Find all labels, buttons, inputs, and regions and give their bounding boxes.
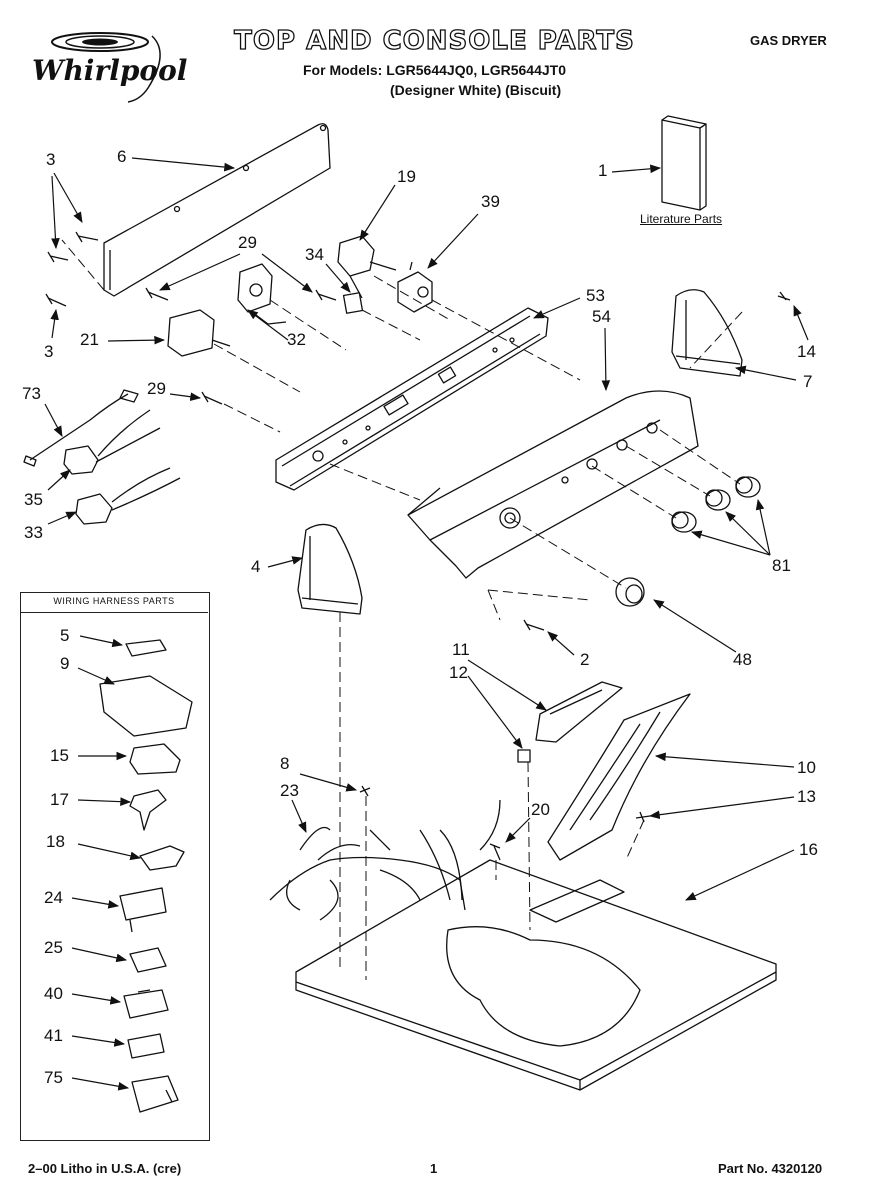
whirlpool-logo: Whirlpool (32, 32, 187, 103)
callout-13: 13 (797, 787, 816, 806)
callout-24: 24 (44, 888, 63, 907)
part-1-literature-book (661, 115, 707, 211)
callout-1: 1 (598, 161, 608, 180)
callout-29-mid: 29 (147, 379, 166, 398)
callout-7: 7 (803, 372, 813, 391)
wiring-harness-parts-title: WIRING HARNESS PARTS (53, 596, 175, 606)
harness-box-parts (99, 639, 193, 1113)
svg-text:Whirlpool: Whirlpool (32, 54, 187, 87)
callout-33: 33 (24, 523, 43, 542)
callout-48: 48 (733, 650, 752, 669)
part-16-top-panel (295, 859, 777, 1091)
footer-page-number: 1 (430, 1161, 438, 1176)
callout-18: 18 (46, 832, 65, 851)
callout-73: 73 (22, 384, 41, 403)
harness-box-divider (20, 612, 208, 613)
callout-3-bottom: 3 (44, 342, 54, 361)
callout-32: 32 (287, 330, 306, 349)
callout-14: 14 (797, 342, 816, 361)
part-10-lint-screen (547, 693, 691, 861)
footer-litho: 2–00 Litho in U.S.A. (cre) (28, 1161, 182, 1176)
callout-54: 54 (592, 307, 611, 326)
part-54-console-panel (407, 390, 699, 579)
screw-parts (45, 231, 791, 861)
callout-4: 4 (251, 557, 261, 576)
callout-12: 12 (449, 663, 468, 682)
callout-25: 25 (44, 938, 63, 957)
part-39-component (397, 261, 433, 313)
product-type: GAS DRYER (750, 33, 827, 48)
page-title: TOP AND CONSOLE PARTS (233, 25, 635, 56)
callout-39: 39 (481, 192, 500, 211)
callout-19: 19 (397, 167, 416, 186)
callout-16: 16 (799, 840, 818, 859)
callout-29-top: 29 (238, 233, 257, 252)
part-23-wiring-harness (269, 799, 501, 921)
callout-34: 34 (305, 245, 324, 264)
callout-81: 81 (772, 556, 791, 575)
part-11-lint-cover (535, 681, 623, 743)
callout-75: 75 (44, 1068, 63, 1087)
callout-20: 20 (531, 800, 550, 819)
callout-15: 15 (50, 746, 69, 765)
part-12-clip (517, 749, 531, 763)
callout-10: 10 (797, 758, 816, 777)
callout-8: 8 (280, 754, 290, 773)
callout-5: 5 (60, 626, 70, 645)
literature-parts-label: Literature Parts (640, 212, 723, 226)
callout-53: 53 (586, 286, 605, 305)
callout-17: 17 (50, 790, 69, 809)
part-32-timer (237, 263, 287, 325)
callout-2: 2 (580, 650, 590, 669)
wiring-harness-parts-box (20, 592, 210, 1141)
part-53-console-frame (275, 307, 549, 491)
part-4-end-cap (297, 523, 363, 615)
part-7-end-cap (671, 289, 743, 377)
part-34-component (342, 292, 364, 314)
callout-23: 23 (280, 781, 299, 800)
callout-40: 40 (44, 984, 63, 1003)
callout-21: 21 (80, 330, 99, 349)
footer-part-number: Part No. 4320120 (718, 1161, 823, 1176)
callout-3-top: 3 (46, 150, 56, 169)
callout-9: 9 (60, 654, 70, 673)
colors-line: (Designer White) (Biscuit) (390, 82, 562, 98)
models-line: For Models: LGR5644JQ0, LGR5644JT0 (303, 62, 566, 78)
part-6-rear-bracket (103, 123, 331, 297)
callout-41: 41 (44, 1026, 63, 1045)
part-21-component (167, 309, 231, 357)
callout-6: 6 (117, 147, 127, 166)
callout-35: 35 (24, 490, 43, 509)
part-81-knobs (671, 476, 761, 533)
callout-11: 11 (452, 640, 470, 659)
wire-harness-73-35-33 (23, 389, 181, 525)
part-48-knob (615, 577, 645, 607)
